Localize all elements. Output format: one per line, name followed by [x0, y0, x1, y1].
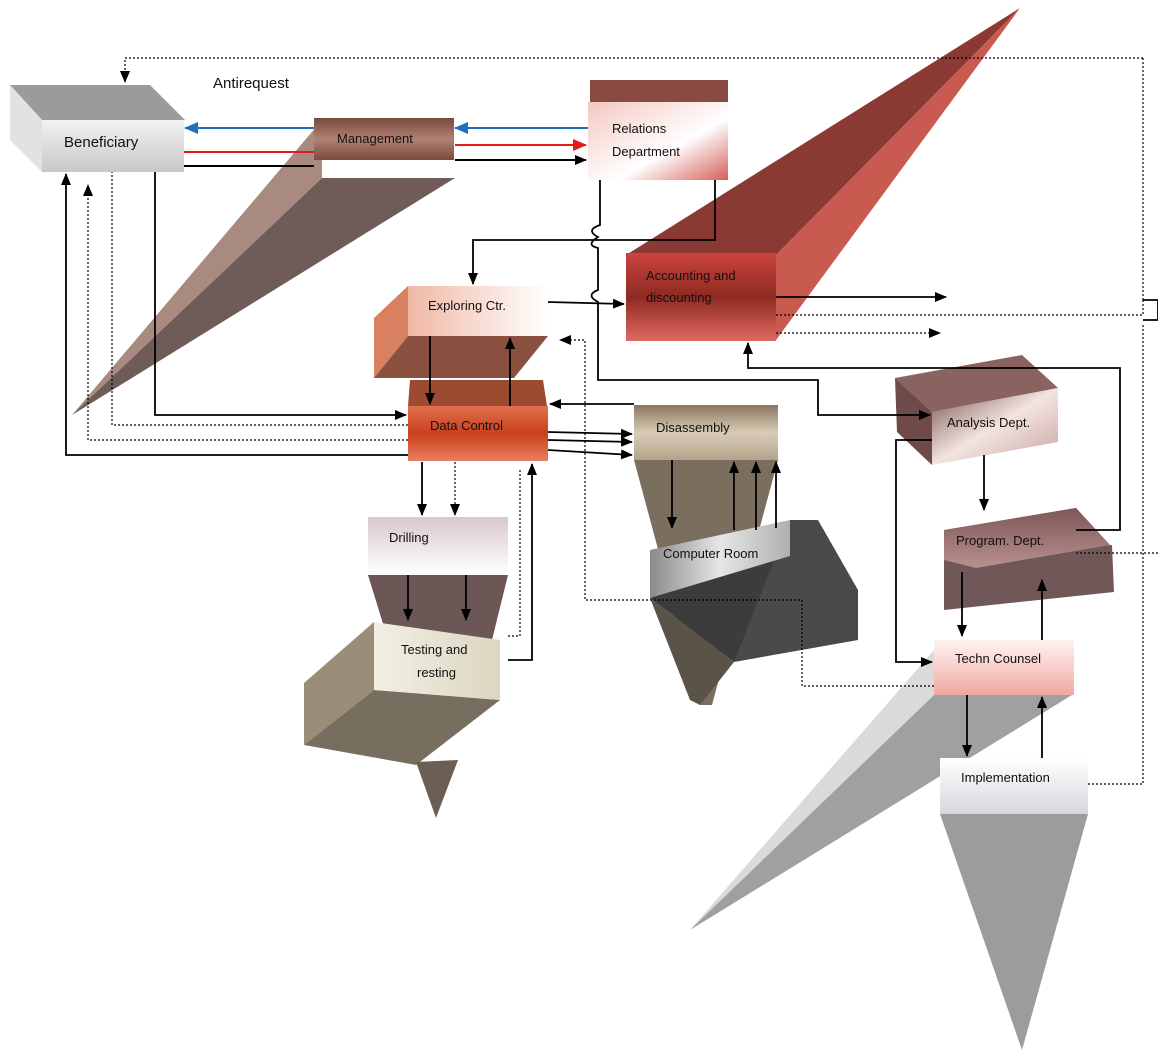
- exploring-label: Exploring Ctr.: [428, 298, 506, 313]
- disassembly-node: [634, 405, 778, 460]
- dotted-connectors: [83, 57, 1158, 785]
- labels: Antirequest Beneficiary Management Relat…: [64, 75, 1050, 785]
- relations-department-node: [588, 102, 728, 180]
- drilling-cone: [368, 575, 508, 640]
- drilling-node: [368, 517, 508, 575]
- relations-label-line1: Relations: [612, 121, 667, 136]
- testing-node: [374, 622, 500, 700]
- computer-room-side-face: [734, 520, 858, 662]
- implementation-label: Implementation: [961, 770, 1050, 785]
- management-node: [314, 118, 454, 160]
- data-control-top-face: [408, 380, 547, 406]
- accounting-label-line2: discounting: [646, 290, 712, 305]
- relations-top-face: [590, 80, 728, 102]
- accounting-extrusion-dark: [626, 8, 1020, 255]
- implementation-node: [940, 758, 1088, 814]
- beneficiary-top-face: [10, 85, 185, 120]
- testing-bottom-face: [304, 690, 500, 765]
- relations-label-line2: Department: [612, 144, 680, 159]
- techn-counsel-label: Techn Counsel: [955, 651, 1041, 666]
- testing-label-line1: Testing and: [401, 642, 468, 657]
- analysis-side-face: [895, 378, 932, 465]
- computer-room-label: Computer Room: [663, 546, 758, 561]
- analysis-dept-node: [932, 388, 1058, 465]
- beneficiary-label: Beneficiary: [64, 134, 139, 151]
- accounting-node: [626, 253, 776, 341]
- exploring-side-face: [374, 286, 408, 378]
- techn-counsel-node: [934, 640, 1074, 695]
- colored-connectors: [184, 122, 588, 167]
- program-label: Program. Dept.: [956, 533, 1044, 548]
- management-extrusion-light: [72, 120, 322, 415]
- nodes: [42, 102, 1110, 814]
- beneficiary-node: [42, 120, 184, 172]
- program-dept-node: [944, 508, 1110, 568]
- implementation-cone: [940, 814, 1088, 1050]
- analysis-label: Analysis Dept.: [947, 415, 1030, 430]
- solid-connectors: [61, 172, 1158, 758]
- disassembly-label: Disassembly: [656, 420, 730, 435]
- testing-side-face: [304, 622, 374, 745]
- computer-room-node: [650, 520, 790, 598]
- accounting-label-line1: Accounting and: [646, 268, 736, 283]
- techn-extrusion-dark: [690, 695, 1072, 930]
- data-control-label: Data Control: [430, 418, 503, 433]
- background-extrusions: [10, 8, 1114, 1050]
- accounting-extrusion-light: [776, 8, 1020, 340]
- exploring-ctr-node: [408, 286, 548, 336]
- drilling-label: Drilling: [389, 530, 429, 545]
- techn-extrusion-light: [690, 650, 934, 930]
- data-control-node: [408, 406, 548, 461]
- antirequest-label: Antirequest: [213, 75, 290, 92]
- testing-cone: [416, 760, 458, 818]
- management-extrusion-dark: [72, 178, 455, 415]
- exploring-bottom-face: [374, 336, 548, 378]
- analysis-top-face: [895, 355, 1058, 412]
- computer-room-cone: [650, 598, 734, 705]
- management-label: Management: [337, 131, 413, 146]
- testing-label-line2: resting: [417, 665, 456, 680]
- beneficiary-side-face: [10, 85, 42, 172]
